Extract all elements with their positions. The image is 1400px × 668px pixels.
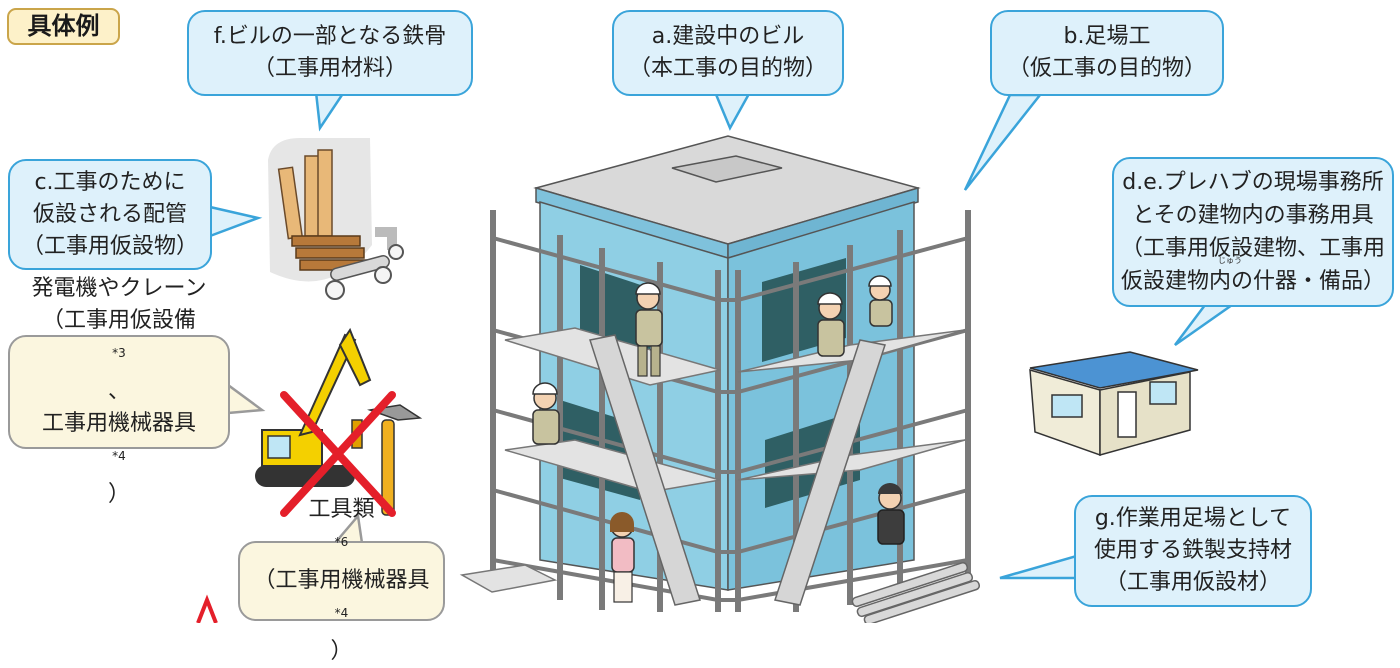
partial-red-mark — [196, 594, 218, 623]
workers — [532, 275, 905, 603]
steel-pipe-pile — [851, 561, 981, 623]
label-d-e-prefab-office: d.e.プレハブの現場事務所 とその建物内の事務用具 （工事用仮設建物、工事用 … — [1112, 157, 1394, 307]
example-tag: 具体例 — [7, 8, 120, 45]
label-generator-crane: 発電機やクレーン （工事用仮設備*3、 工事用機械器具*4） — [8, 276, 230, 507]
label-c-temporary-piping: c.工事のために 仮設される配管 （工事用仮設物） — [8, 159, 212, 270]
label-f-steel-frame: f.ビルの一部となる鉄骨 （工事用材料） — [187, 10, 473, 96]
label-a-building: a.建設中のビル （本工事の目的物） — [612, 10, 844, 96]
stairs — [589, 334, 886, 606]
label-tools: 工具類*6 （工事用機械器具*4） — [238, 497, 445, 664]
label-g-steel-supports: g.作業用足場として 使用する鉄製支持材 （工事用仮設材） — [1074, 495, 1312, 607]
label-b-scaffolding: b.足場工 （仮工事の目的物） — [990, 10, 1224, 96]
bubble-tails — [208, 90, 1236, 580]
prefab-office-illustration — [1029, 351, 1199, 457]
crane-and-tools-illustration — [255, 327, 423, 516]
construction-scene — [196, 90, 1236, 623]
steel-materials-illustration — [268, 138, 404, 300]
cross-mark — [280, 391, 396, 517]
furigana-ruby: じゅう — [1218, 256, 1242, 265]
